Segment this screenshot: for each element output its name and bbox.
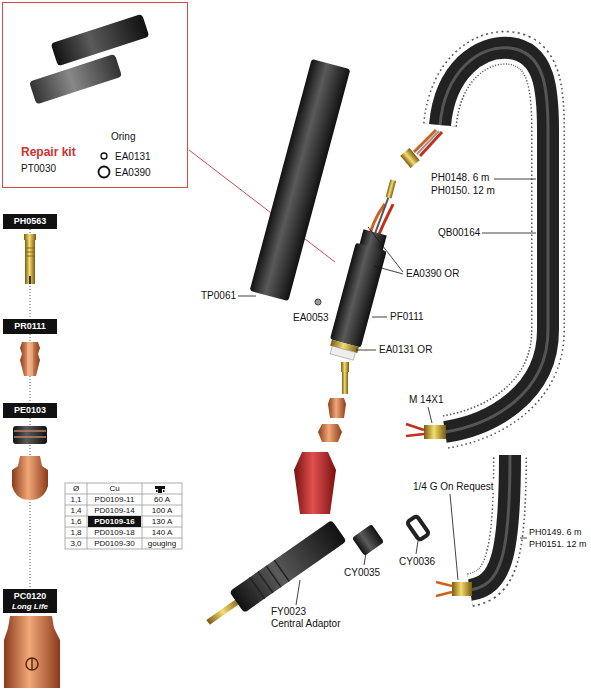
kit-part-number: PT0030 <box>21 163 56 175</box>
part-label: QB00164 <box>437 227 481 239</box>
kit-part-number: EA0131 <box>115 151 151 163</box>
table-cell: PD0109-14 <box>87 505 142 516</box>
table-header: Cu <box>87 483 142 494</box>
part-label: PH0150. 12 m <box>430 185 496 197</box>
part-label: CY0035 <box>343 567 381 579</box>
part-label: PH0151. 12 m <box>528 538 588 550</box>
part-label: PH0148. 6 m <box>430 172 490 184</box>
table-cell: 3,0 <box>65 538 87 549</box>
part-label: EA0390 OR <box>405 268 460 280</box>
part-label: EA0053 <box>292 312 330 324</box>
table-cell: 140 A <box>142 527 182 538</box>
table-cell: PD0109-18 <box>87 527 142 538</box>
part-number: PE0103 <box>7 405 53 416</box>
table-cell: PD0109-16 <box>88 516 141 527</box>
table-cell: 1,4 <box>65 505 87 516</box>
repair-kit-box: Repair kitPT0030 OringEA0131EA0390 <box>2 2 188 188</box>
part-label: TP0061 <box>200 290 237 302</box>
part-number: PC0120 <box>7 591 53 602</box>
kit-part-number: Oring <box>111 131 135 143</box>
part-number-box: PC0120Long Life <box>3 589 57 613</box>
part-label: CY0036 <box>398 556 436 568</box>
part-number-box: PE0103 <box>3 403 57 418</box>
table-cell: 1,1 <box>65 494 87 505</box>
table-cell: 1,6 <box>65 516 87 527</box>
part-label: PH0149. 6 m <box>528 526 583 538</box>
part-label: Central Adaptor <box>270 618 342 630</box>
kit-heading: Repair kit <box>21 145 76 159</box>
part-label: M 14X1 <box>408 394 444 406</box>
table-cell: 1,8 <box>65 527 87 538</box>
part-label: EA0131 OR <box>378 344 433 356</box>
part-label: FY0023 <box>270 606 307 618</box>
kit-part-number: EA0390 <box>115 167 151 179</box>
part-number: PH0563 <box>7 216 53 227</box>
part-number-box: PR0111 <box>3 319 57 334</box>
part-number: PR0111 <box>7 321 53 332</box>
table-cell: PD0109-30 <box>87 538 142 549</box>
table-cell: gouging <box>142 538 182 549</box>
part-number-box: PH0563 <box>3 214 57 229</box>
table-cell: 60 A <box>142 494 182 505</box>
table-cell: 130 A <box>142 516 182 527</box>
table-header: Ø <box>65 483 87 494</box>
table-cell: PD0109-11 <box>87 494 142 505</box>
part-label: PF0111 <box>389 311 425 323</box>
part-note: Long Life <box>7 602 53 611</box>
part-label: 1/4 G On Request <box>412 481 495 493</box>
table-cell: 100 A <box>142 505 182 516</box>
